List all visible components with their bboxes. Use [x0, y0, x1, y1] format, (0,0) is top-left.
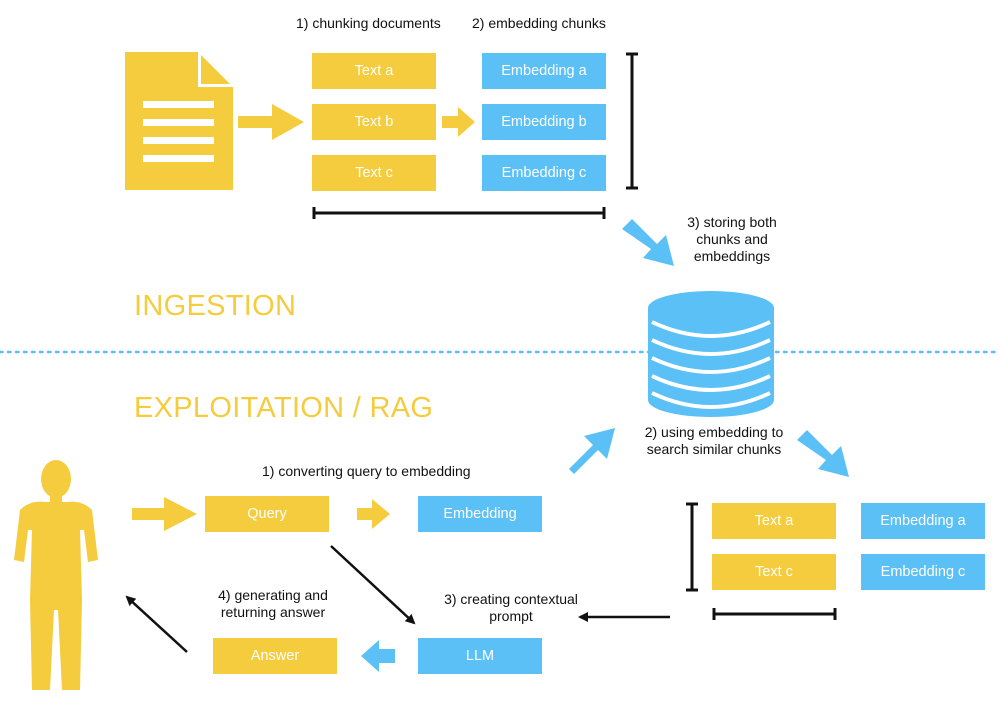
- step-search-label: 2) using embedding to search similar chu…: [637, 424, 791, 458]
- step-storing-line-3: embeddings: [693, 248, 771, 264]
- arrow-icon: [125, 595, 188, 653]
- text-chunk-b: Text b: [312, 104, 436, 140]
- arrow-icon: [797, 430, 849, 477]
- step-storing-label: 3) storing both chunks and embeddings: [682, 214, 782, 265]
- step-storing-line-1: 3) storing both: [687, 214, 777, 230]
- step-storing-line-2: chunks and: [696, 231, 768, 247]
- step-chunking-label: 1) chunking documents: [296, 15, 441, 31]
- step-prompt-line-2: prompt: [489, 608, 533, 624]
- arrow-icon: [330, 545, 416, 625]
- person-icon: [14, 460, 98, 690]
- arrow-icon: [361, 640, 395, 672]
- result-embedding-c: Embedding c: [861, 554, 985, 590]
- exploitation-title: EXPLOITATION / RAG: [134, 392, 434, 424]
- bracket-vertical: [686, 502, 698, 592]
- arrow-icon: [357, 499, 390, 529]
- step-generating-line-1: 4) generating and: [218, 587, 328, 603]
- step-generating-line-2: returning answer: [220, 604, 326, 620]
- step-prompt-label: 3) creating contextual prompt: [436, 591, 586, 625]
- step-prompt-line-1: 3) creating contextual: [444, 591, 578, 607]
- embedding-chunk-b: Embedding b: [482, 104, 606, 140]
- step-converting-label: 1) converting query to embedding: [262, 463, 471, 479]
- arrow-icon: [569, 428, 615, 474]
- step-search-line-2: search similar chunks: [646, 441, 782, 457]
- document-icon: [125, 52, 233, 190]
- text-chunk-a: Text a: [312, 53, 436, 89]
- database-icon: [648, 291, 774, 417]
- arrow-icon: [132, 497, 197, 531]
- arrow-icon: [238, 104, 304, 140]
- bracket-horizontal: [312, 207, 606, 219]
- text-chunk-c: Text c: [312, 155, 436, 191]
- ingestion-title: INGESTION: [134, 290, 297, 322]
- step-search-line-1: 2) using embedding to: [644, 424, 784, 440]
- bracket-horizontal: [712, 608, 837, 620]
- embedding-chunk-a: Embedding a: [482, 53, 606, 89]
- step-generating-label: 4) generating and returning answer: [214, 587, 332, 621]
- llm-box: LLM: [418, 638, 542, 674]
- result-text-a: Text a: [712, 503, 836, 539]
- bracket-vertical: [626, 52, 638, 190]
- query-box: Query: [205, 496, 329, 532]
- arrow-icon: [442, 107, 475, 137]
- embedding-chunk-c: Embedding c: [482, 155, 606, 191]
- result-embedding-a: Embedding a: [861, 503, 985, 539]
- step-embedding-label: 2) embedding chunks: [472, 15, 606, 31]
- query-embedding-box: Embedding: [418, 496, 542, 532]
- arrow-icon: [622, 219, 674, 266]
- answer-box: Answer: [213, 638, 337, 674]
- result-text-c: Text c: [712, 554, 836, 590]
